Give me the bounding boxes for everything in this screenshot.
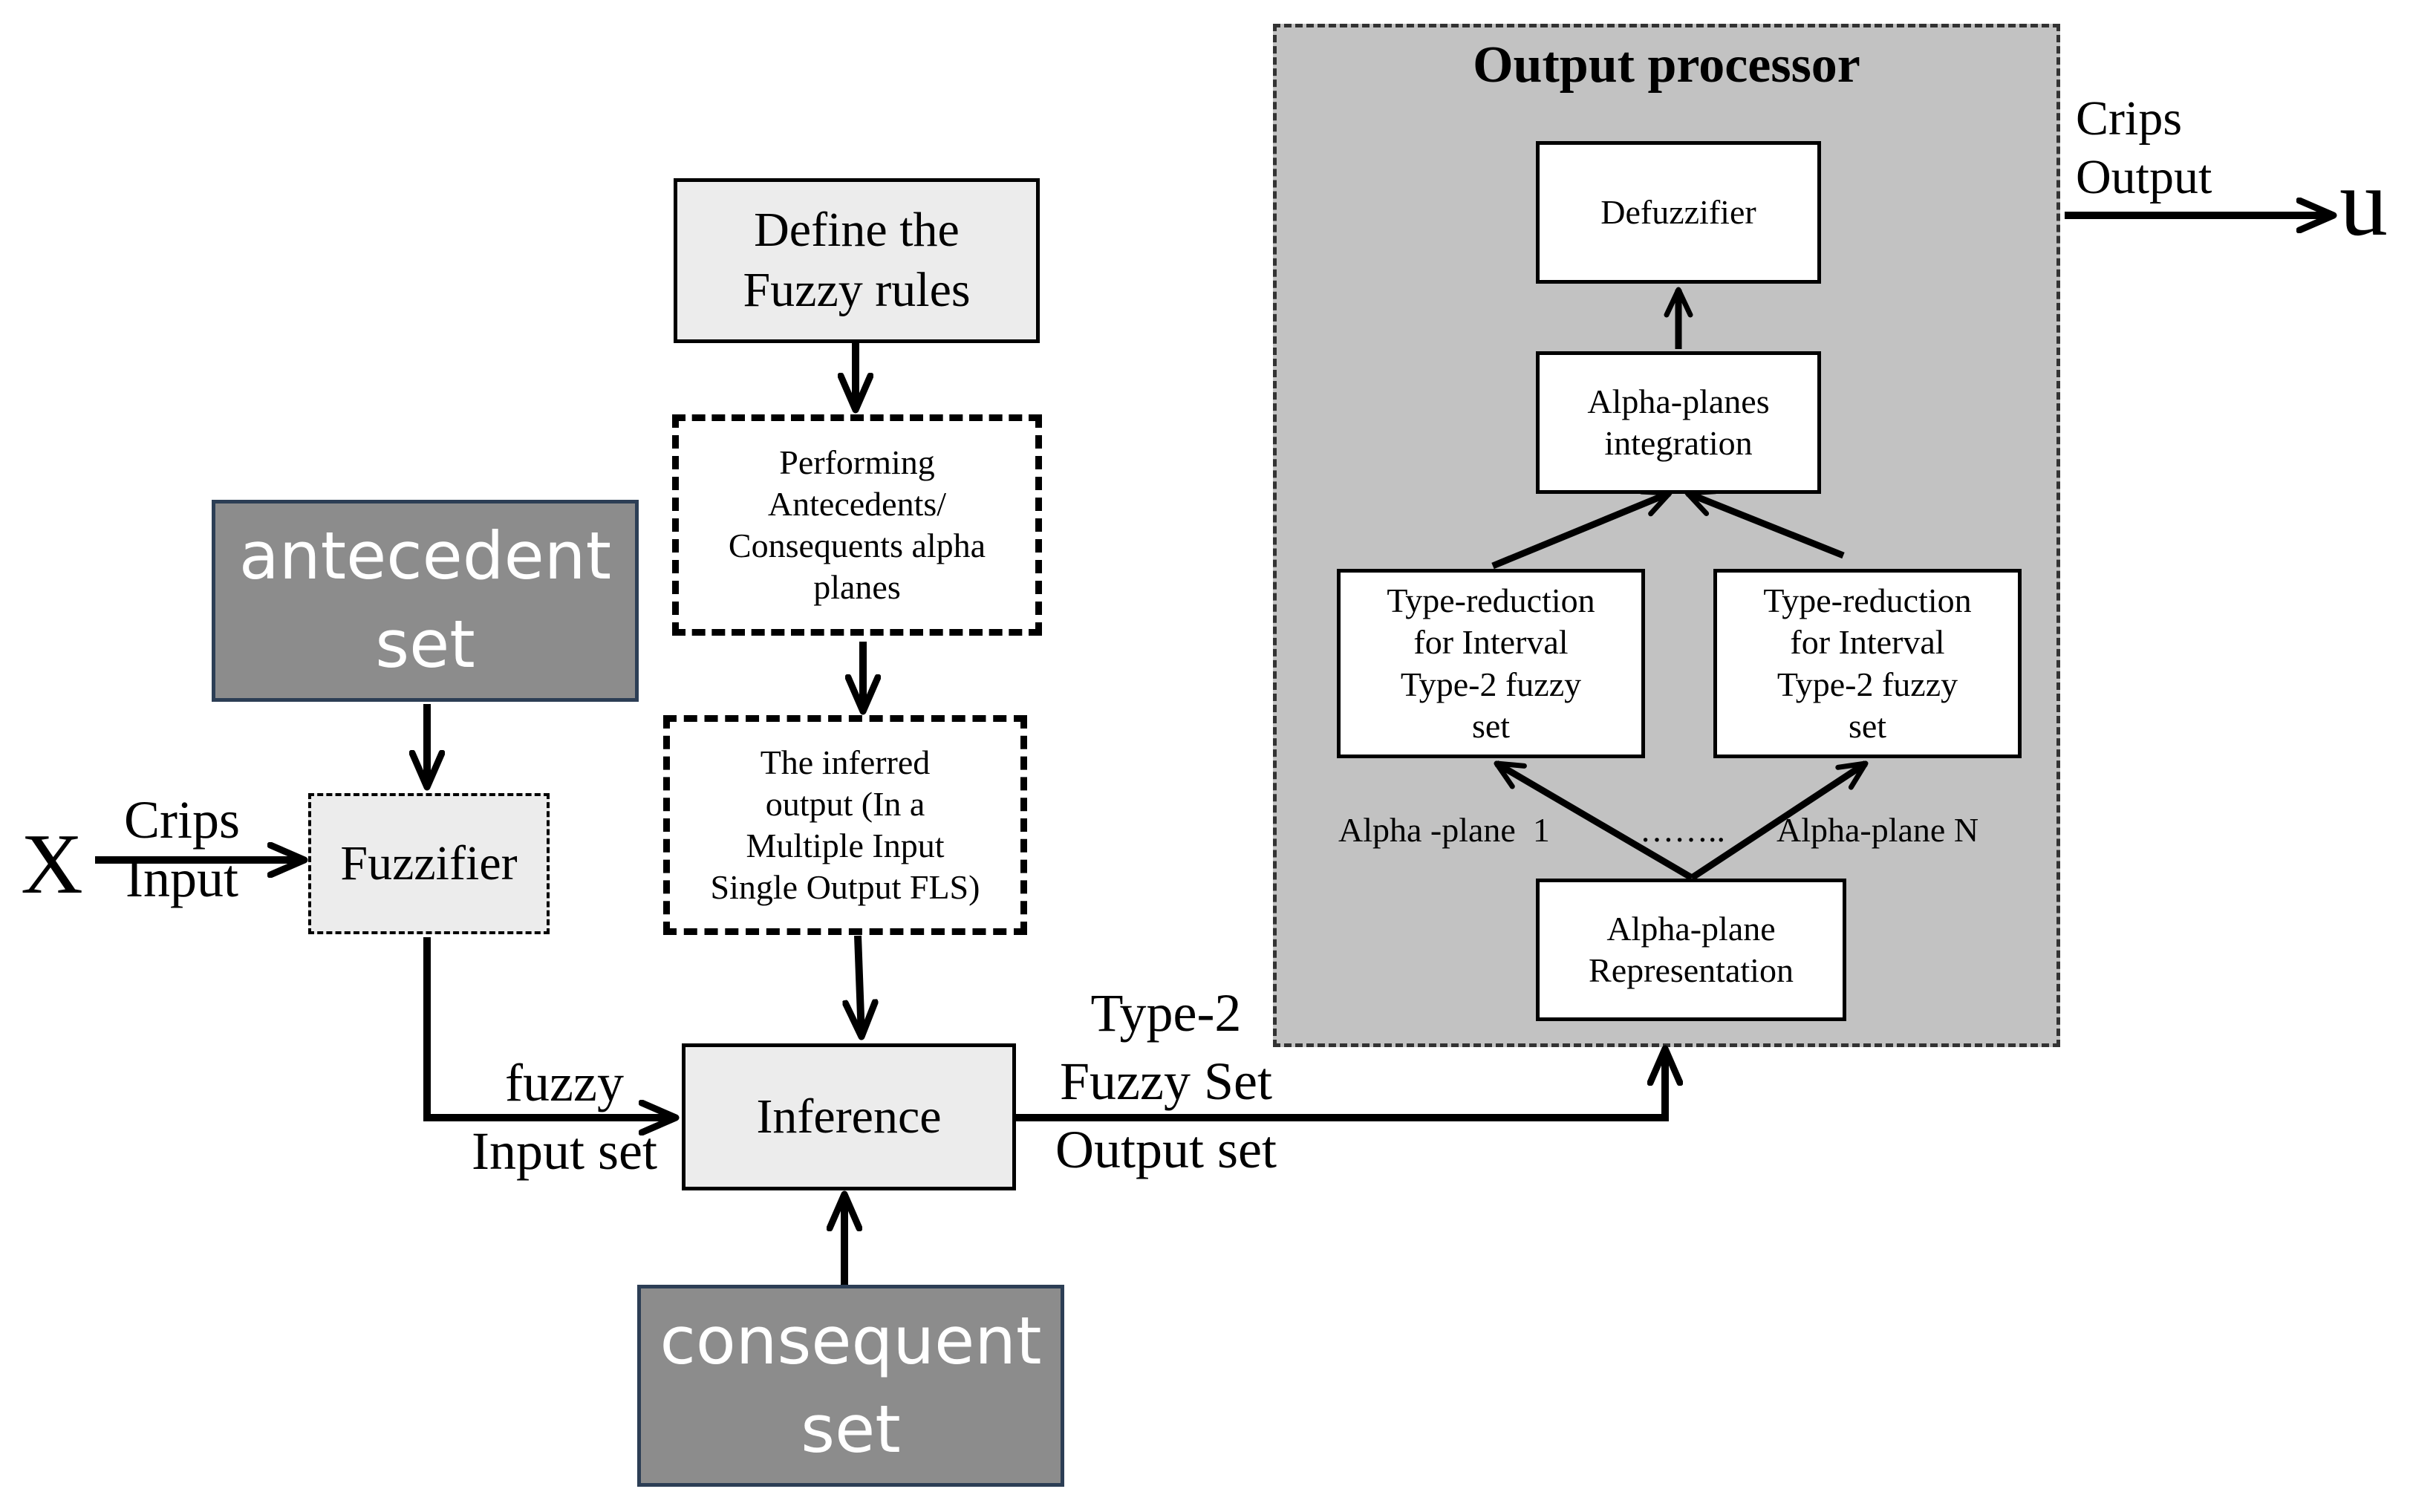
alpha-planes-integration-box: Alpha-planes integration <box>1536 351 1821 494</box>
crips-output-label: Crips Output <box>2076 91 2212 205</box>
inferred-output-box: The inferred output (In a Multiple Input… <box>663 715 1027 935</box>
antecedent-set-box: antecedent set <box>212 500 639 702</box>
arrow-right-reduction-to-integration <box>1684 489 1845 559</box>
type-reduction-right-box: Type-reduction for Interval Type-2 fuzzy… <box>1713 569 2022 758</box>
input-symbol: X <box>21 817 83 912</box>
arrow-left-reduction-to-integration <box>1491 489 1673 570</box>
fuzzifier-box: Fuzzifier <box>308 793 550 934</box>
output-processor-title: Output processor <box>1473 36 1860 94</box>
arrow-inference-to-output-processor <box>1016 1049 1665 1121</box>
arrow-representation-to-right-reduction <box>1690 760 1869 881</box>
type2-output-set-label: Type-2 Fuzzy Set Output set <box>1055 983 1277 1180</box>
alpha-plane-1-label: Alpha -plane 1 <box>1338 811 1550 849</box>
arrow-representation-to-left-reduction <box>1494 760 1694 881</box>
alpha-plane-n-label: Alpha-plane N <box>1776 811 1979 849</box>
crips-input-label: Crips Input <box>123 790 241 909</box>
arrow-fuzzifier-to-inference <box>423 937 676 1118</box>
inference-box: Inference <box>682 1043 1016 1190</box>
consequent-set-box: consequent set <box>637 1285 1064 1487</box>
alpha-plane-representation-box: Alpha-plane Representation <box>1536 879 1846 1021</box>
type-reduction-left-box: Type-reduction for Interval Type-2 fuzzy… <box>1337 569 1645 758</box>
arrow-inferred-to-inference <box>858 935 862 1037</box>
fuzzy-input-set-label: fuzzy Input set <box>472 1053 657 1182</box>
output-symbol: u <box>2339 149 2388 256</box>
ellipsis-label: …….. <box>1640 811 1725 849</box>
define-fuzzy-rules-box: Define the Fuzzy rules <box>674 178 1040 343</box>
defuzzifier-box: Defuzzifier <box>1536 141 1821 284</box>
performing-alpha-planes-box: Performing Antecedents/ Consequents alph… <box>672 414 1042 636</box>
